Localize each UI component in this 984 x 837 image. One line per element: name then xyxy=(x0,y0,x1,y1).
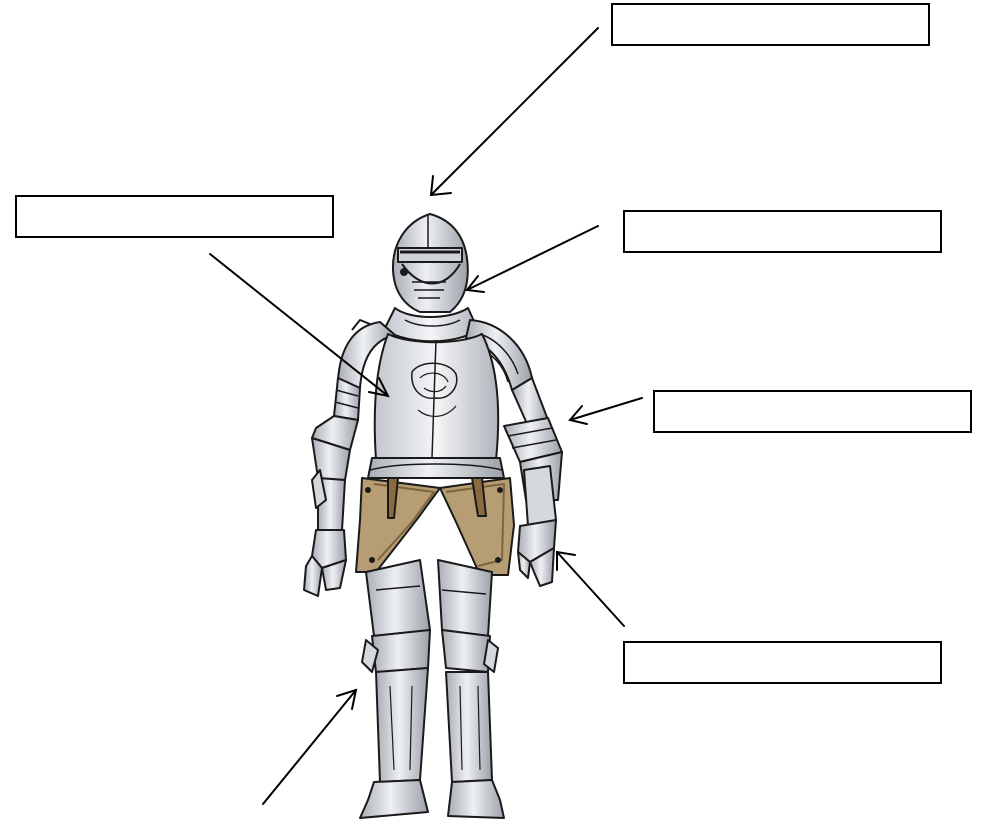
arrow-gorget xyxy=(465,225,599,293)
arrow-breastplate xyxy=(209,253,390,398)
fauld-part xyxy=(367,457,505,479)
left-leg xyxy=(359,559,431,819)
right-leg xyxy=(437,559,505,819)
breastplate-part xyxy=(373,333,500,461)
pointer-arrows xyxy=(209,27,643,805)
label-box-gorget[interactable] xyxy=(623,210,942,253)
arrow-helmet xyxy=(429,27,599,197)
belt-and-tassets xyxy=(355,477,515,576)
right-gauntlet xyxy=(517,519,557,587)
arrow-gauntlet xyxy=(556,550,625,627)
helmet-part xyxy=(391,213,469,313)
label-box-gauntlet[interactable] xyxy=(623,641,942,684)
arrow-arm-guard xyxy=(568,397,643,425)
arrow-leg-guard xyxy=(262,688,358,805)
label-box-arm-guard[interactable] xyxy=(653,390,972,433)
label-box-helmet[interactable] xyxy=(611,3,930,46)
left-arm xyxy=(311,377,361,531)
left-gauntlet xyxy=(303,529,347,597)
label-box-breastplate[interactable] xyxy=(15,195,334,238)
right-arm xyxy=(503,377,563,527)
